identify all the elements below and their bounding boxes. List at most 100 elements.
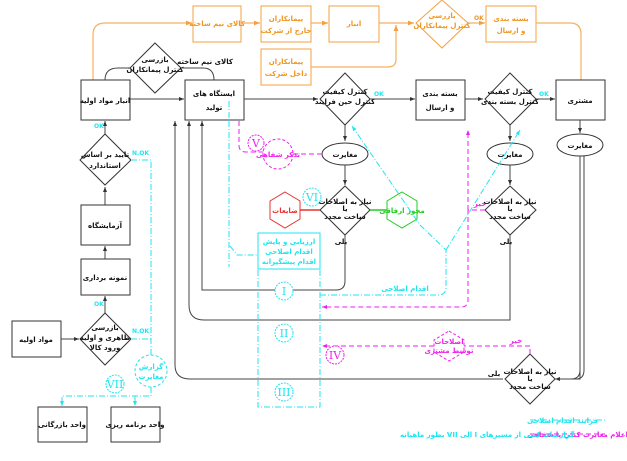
roman-v-label: V	[251, 137, 261, 150]
raw-materials-label: مواد اولیه	[19, 336, 53, 344]
verbal-notice-circle[interactable]	[262, 138, 294, 170]
packaging-qc-line2: کنترل بسته بندی	[481, 98, 540, 106]
standard-approval-line1: تایید بر اساس	[81, 151, 130, 159]
cyan-nok-path	[131, 159, 152, 355]
internal-contractors-box[interactable]	[260, 48, 312, 86]
visual-inspection-line2: ظاهری و اولیه	[80, 334, 131, 342]
cyan-corrective-path	[320, 125, 447, 296]
commercial-unit-label: واحد بازرگانی	[38, 420, 86, 429]
roman-iii-circle	[274, 382, 294, 402]
rework-decision-diamond[interactable]	[504, 353, 556, 405]
in-process-qc-line1: کنترل کیفیت	[323, 88, 369, 96]
roman-vi-label: VI	[305, 191, 318, 204]
feedback-line-2	[187, 121, 511, 321]
commercial-unit-box[interactable]	[37, 406, 88, 443]
verbal-notice-label: تذکر شفاهی	[256, 151, 300, 159]
evaluation-box[interactable]	[257, 232, 321, 270]
no-label: خیر	[509, 337, 522, 345]
packaging-line2: و ارسال	[426, 104, 455, 112]
planning-unit-label: واحد برنامه ریزی	[106, 421, 165, 429]
planning-unit-box[interactable]	[110, 406, 161, 443]
ok-label: OK	[539, 91, 549, 98]
rework-line1: نیاز به اصلاحات	[318, 198, 371, 206]
customer-nonconformity: مغایرت نیاز به اصلاحات یا ساخت مجدد بلی …	[322, 120, 604, 405]
warehouse-label: انبار	[346, 20, 362, 28]
deviation-permit-label: مجوز ارفاقی	[379, 207, 425, 215]
external-contractors-line2: خارج از شرکت	[261, 27, 312, 35]
external-contractors-box[interactable]	[260, 5, 312, 43]
contractor-control-line1: بازرسی	[141, 56, 169, 64]
no-label: خیر	[473, 200, 486, 208]
ok-label: OK	[374, 91, 384, 98]
nonconformity-report-line1: گزارش	[139, 362, 164, 371]
nonconformity-label: مغایرت	[333, 151, 358, 159]
deviation-permit-hexagon[interactable]	[386, 191, 418, 229]
rework-line3: ساخت مجدد	[324, 213, 366, 221]
contractor-inspection-line1: بازرسی	[428, 12, 456, 20]
packaging-nonconformity: مغایرت نیاز به اصلاحات یا ساخت مجدد خیر …	[322, 125, 537, 309]
raw-materials-box[interactable]	[11, 320, 62, 358]
roman-v-circle	[247, 134, 265, 152]
waste-hexagon[interactable]	[269, 191, 301, 229]
ok-label: OK	[474, 15, 484, 22]
cyan-eval-link	[229, 245, 258, 256]
packaging-shipping-orange-box[interactable]	[485, 5, 537, 43]
packaging-orange-line2: و ارسال	[497, 27, 526, 35]
corrective-action-paths: اقدام اصلاحی ارزیابی و پایش اقدام اصلاحی…	[229, 125, 521, 408]
roman-vii-circle	[105, 374, 125, 394]
yes-label: بلی	[488, 370, 501, 378]
warehouse-box[interactable]	[328, 5, 380, 43]
nok-label: N.OK	[132, 150, 149, 157]
in-process-qc-line2: کنترل حین فرایند	[315, 98, 376, 106]
rework-line2: یا	[342, 205, 348, 213]
laboratory-box[interactable]	[80, 204, 131, 246]
orange-connector	[92, 20, 192, 80]
rework-line3: ساخت مجدد	[509, 383, 551, 391]
evaluation-line1: ارزیابی و پایش	[263, 238, 315, 246]
contractor-control-diamond[interactable]	[129, 42, 182, 94]
main-flow: انبار مواد اولیه بازرسی کنترل پیمانکاران…	[80, 42, 606, 126]
raw-material-warehouse-box[interactable]	[80, 79, 131, 121]
nonconformity-report-circle[interactable]	[134, 354, 168, 388]
sampling-box[interactable]	[80, 258, 131, 296]
feedback-lines	[173, 101, 585, 380]
nonconformity-label: مغایرت	[498, 151, 523, 159]
contractor-inspection-line2: کنترل پیمانکاران	[413, 22, 471, 30]
connector	[104, 67, 130, 81]
customer-return-line	[555, 150, 581, 380]
customer-label: مشتری	[567, 97, 592, 105]
packaging-orange-line1: بسته بندی	[493, 15, 529, 23]
nonconformity-report-line2: مغایرت	[139, 373, 164, 381]
visual-inspection-diamond[interactable]	[79, 312, 132, 366]
connector	[555, 156, 581, 381]
rework-line2: یا	[507, 205, 513, 213]
customer-line	[555, 155, 585, 380]
roman-ii-circle	[274, 323, 294, 343]
roman-iv-circle	[325, 345, 345, 365]
internal-contractors-line1: پیمانکاران	[269, 58, 304, 66]
orange-connector	[536, 22, 582, 80]
production-stations-box[interactable]	[184, 79, 245, 121]
feedback-line-3	[173, 121, 503, 380]
roman-i-label: I	[282, 285, 286, 298]
magenta-feedback	[238, 121, 265, 153]
ok-label: OK	[94, 301, 104, 308]
monthly-report-label: گزارشات کتبی از مسیرهای I الی VII بطور م…	[400, 430, 575, 439]
sampling-label: نمونه برداری	[83, 274, 128, 282]
customer-box[interactable]	[555, 79, 606, 121]
roman-vi-circle	[302, 187, 322, 207]
contractor-inspection-diamond[interactable]	[415, 0, 469, 49]
semi-finished-goods-box[interactable]	[192, 5, 242, 43]
standard-approval-diamond[interactable]	[79, 133, 132, 186]
internal-contractors-line2: داخل شرکت	[265, 70, 308, 78]
customer-corrections-hexagon[interactable]	[433, 330, 465, 362]
laboratory-label: آزمایشگاه	[88, 221, 123, 230]
legend: فرایند اقدام اصلاحی اعلام مغایرت کتبی یا…	[400, 417, 627, 439]
legend-magenta-label: اعلام مغایرت کتبی یا شفاهی	[527, 431, 627, 439]
packaging-line1: بسته بندی	[422, 90, 458, 98]
waste-label: ضایعات	[272, 207, 298, 215]
evaluation-line3: اقدام پیشگیرانه	[262, 257, 316, 266]
packaging-shipping-box[interactable]	[415, 79, 466, 121]
yes-label: بلی	[335, 238, 348, 246]
